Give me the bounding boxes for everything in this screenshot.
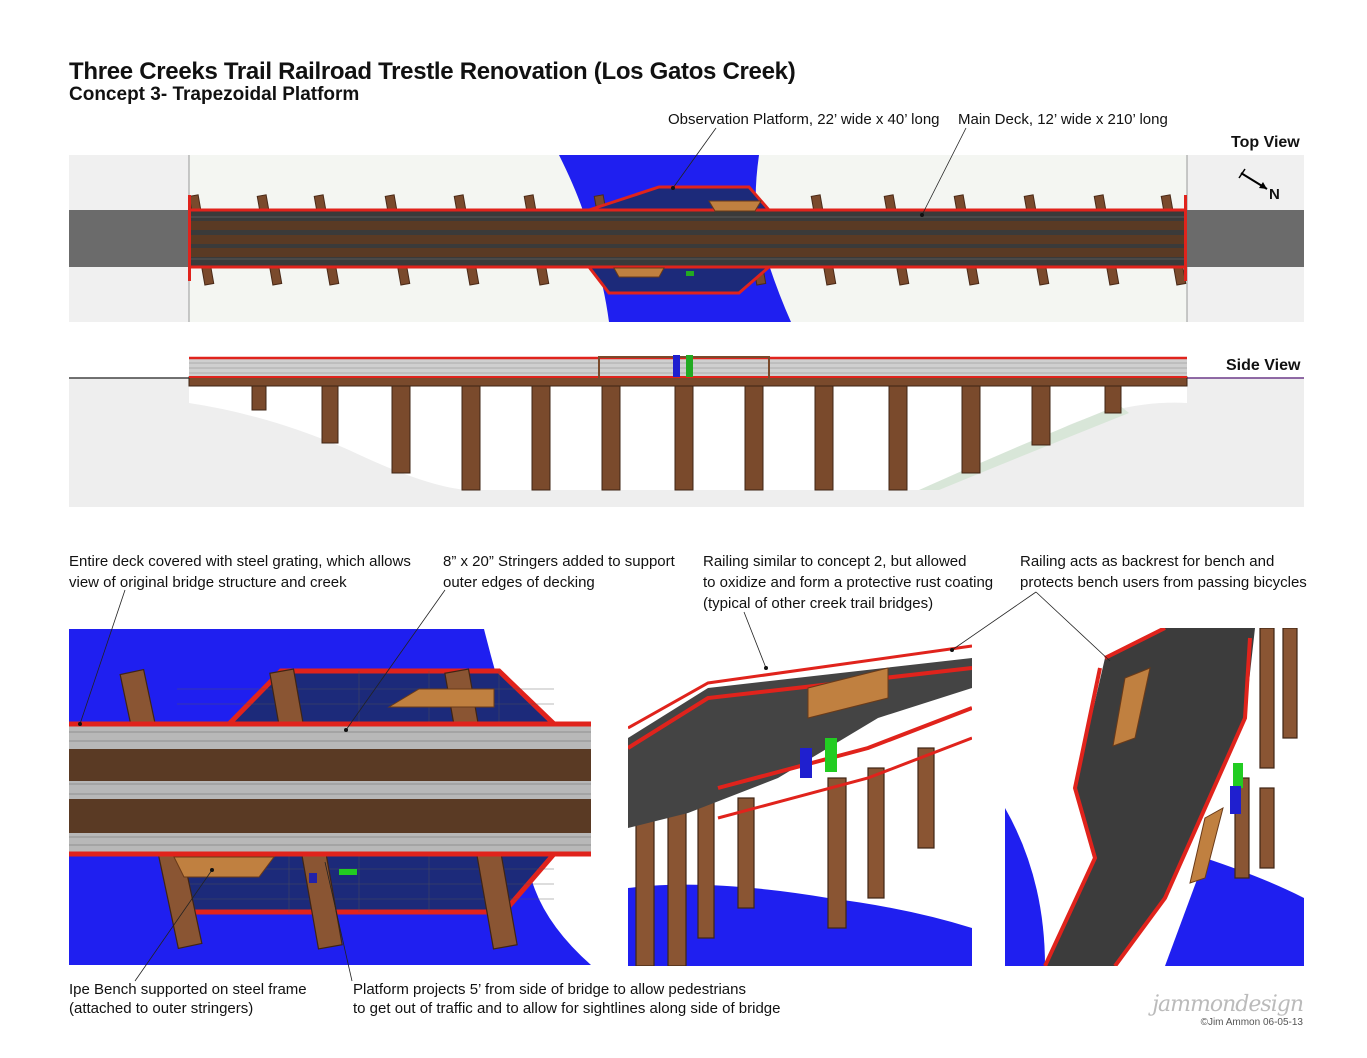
main-deck-label: Main Deck, 12’ wide x 210’ long (958, 111, 1168, 128)
note-backrest-line2: protects bench users from passing bicycl… (1020, 574, 1307, 591)
note-railing-line1: Railing similar to concept 2, but allowe… (703, 553, 967, 570)
note-bench-line1: Ipe Bench supported on steel frame (69, 981, 307, 998)
note-backrest-line1: Railing acts as backrest for bench and (1020, 553, 1275, 570)
signature-block: jammondesign ©Jim Ammon 06-05-13 (1152, 992, 1304, 1028)
note-projects-line2: to get out of traffic and to allow for s… (353, 1000, 781, 1017)
side-view-label: Side View (1226, 357, 1301, 374)
note-bench-line2: (attached to outer stringers) (69, 1000, 254, 1017)
note-railing-line2: to oxidize and form a protective rust co… (703, 574, 994, 591)
north-label: N (1269, 186, 1280, 203)
perspective-view-bench (1005, 628, 1304, 966)
page-subtitle: Concept 3- Trapezoidal Platform (69, 84, 360, 105)
copyright-text: ©Jim Ammon 06-05-13 (1200, 1017, 1303, 1028)
page-title: Three Creeks Trail Railroad Trestle Reno… (69, 58, 796, 85)
note-grating-line1: Entire deck covered with steel grating, … (69, 553, 411, 570)
perspective-view-railing (628, 628, 972, 966)
note-railing-line3: (typical of other creek trail bridges) (703, 595, 934, 612)
platform-plan-detail (69, 629, 591, 965)
note-stringers-line1: 8” x 20” Stringers added to support (443, 553, 675, 570)
observation-platform-label: Observation Platform, 22’ wide x 40’ lon… (668, 111, 940, 128)
north-arrow-icon (1238, 168, 1268, 190)
side-view-drawing (69, 355, 1304, 507)
designer-logo: jammondesign (1152, 992, 1304, 1017)
note-grating-line2: view of original bridge structure and cr… (69, 574, 347, 591)
note-projects-line1: Platform projects 5’ from side of bridge… (353, 981, 746, 998)
note-stringers-line2: outer edges of decking (443, 574, 595, 591)
top-view-drawing (69, 155, 1304, 322)
top-view-label: Top View (1231, 134, 1300, 151)
